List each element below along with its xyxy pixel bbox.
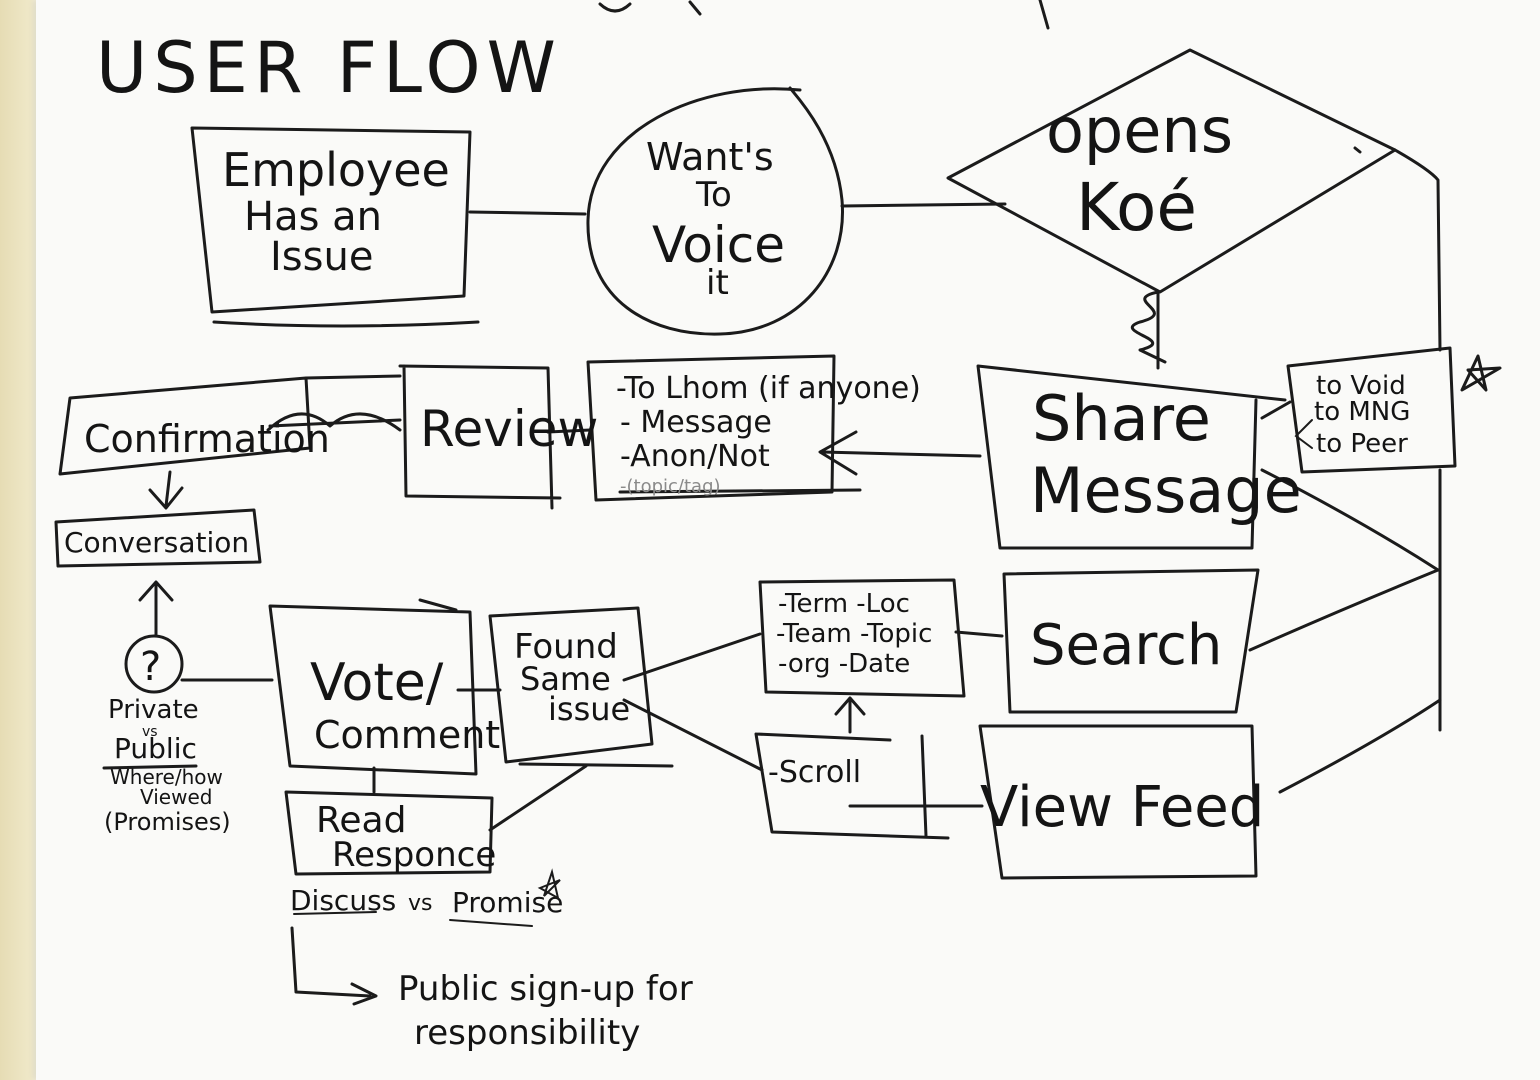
edge-details-review [546,428,592,434]
read-line-1: Read [316,800,406,841]
node-send-to-options: to Void to MNG to Peer [1286,346,1502,474]
node-wants-to-voice: Want's To Voice it [586,86,844,336]
node-vote-comment: Vote/ Comment [268,598,500,776]
edge-search-to-loop [1248,568,1440,652]
details-message: - Message [620,405,772,440]
node-public-signup: Public sign-up for responsibility [398,969,693,1053]
node-share-message: Share Message [976,364,1302,550]
star-icon [1460,354,1502,392]
opens-line-1: opens [1046,94,1233,167]
employee-line-2: Has an [244,194,382,240]
details-anon: -Anon/Not [620,439,770,474]
share-line-1: Share [1032,382,1211,455]
send-to-arrow [1294,419,1313,449]
privacy-viewed: Viewed [140,785,212,809]
read-line-2: Responce [332,835,496,875]
scroll-label: -Scroll [768,755,861,790]
node-view-feed: View Feed [978,724,1264,880]
edge-read-found [488,764,588,832]
edge-filters-search [954,630,1004,638]
edge-opens-share-squiggle [1130,290,1167,370]
node-confirmation: Confirmation [58,374,402,476]
wants-line-1: Want's [646,135,774,179]
node-opens-koe: opens Koé [946,48,1397,294]
vote-line-1: Vote/ [310,653,444,713]
send-to-mng: to MNG [1314,397,1410,427]
review-label: Review [420,400,598,458]
privacy-private: Private [108,695,199,725]
discuss-label: Discuss [290,884,396,917]
discuss-underlines [293,911,533,927]
edge-found-filters-scroll [622,632,764,772]
node-search: Search [1002,568,1260,714]
found-line-2: Same [520,660,611,698]
edge-share-sendto [1260,400,1292,420]
signup-line-1: Public sign-up for [398,969,693,1009]
vote-line-2: Comment [314,713,500,757]
filters-line-3: -org -Date [778,649,910,679]
employee-line-3: Issue [270,234,373,280]
wants-line-3: Voice [652,216,785,274]
privacy-where-how: Where/how [110,765,223,789]
filters-line-2: -Team -Topic [776,619,932,649]
employee-line-1: Employee [222,143,450,197]
discuss-vs: vs [408,891,432,916]
wants-line-4: it [706,263,729,303]
signup-line-2: responsibility [414,1013,640,1053]
node-privacy-question: ? Private vs Public Where/how Viewed (Pr… [102,634,231,836]
found-line-3: issue [548,690,630,728]
node-scroll: -Scroll [754,732,950,840]
privacy-underline [102,764,198,770]
share-line-2: Message [1030,454,1302,527]
node-discuss-promise: Discuss vs Promise [290,868,563,927]
edge-promise-signup-arrow [290,926,378,1006]
edge-right-loop [1353,146,1442,732]
edge-feed-to-loop [1278,698,1442,794]
edge-scroll-filters [834,696,866,734]
scribble-out [266,412,402,432]
view-feed-label: View Feed [980,775,1264,840]
send-to-void: to Void [1316,371,1406,401]
conversation-label: Conversation [64,526,249,559]
send-to-peer: to Peer [1316,429,1408,459]
opens-line-2: Koé [1076,169,1197,246]
paper-sheet [36,0,1540,1080]
privacy-vs: vs [142,724,158,740]
privacy-public: Public [114,732,197,765]
diagram-title: USER FLOW [96,27,562,109]
node-search-filters: -Term -Loc -Team -Topic -org -Date [758,578,966,698]
details-topic-tag: -(topic/tag) [620,476,721,497]
edge-share-to-loop [1260,468,1440,572]
node-found-same-issue: Found Same issue [488,606,674,768]
cutoff-scribble [598,0,1050,30]
question-mark-icon: ? [140,644,161,690]
found-line-1: Found [514,627,618,667]
details-to-whom: -To Lhom (if anyone) [616,371,921,406]
edge-share-details-arrow [818,430,982,476]
node-message-details: -To Lhom (if anyone) - Message -Anon/Not… [586,354,921,502]
node-conversation: Conversation [54,508,262,568]
promise-star-icon [537,868,561,900]
edge-wants-opens [840,202,1007,208]
privacy-promises: (Promises) [104,808,231,836]
node-employee-has-issue: Employee Has an Issue [190,126,480,328]
search-label: Search [1030,613,1222,678]
wants-line-2: To [695,175,732,215]
edge-confirmation-conversation [148,470,184,510]
node-review: Review [398,364,598,510]
edge-question-conversation [138,580,174,638]
filters-line-1: -Term -Loc [778,589,910,619]
edge-employee-wants [468,210,587,216]
node-read-responce: Read Responce [284,790,496,876]
